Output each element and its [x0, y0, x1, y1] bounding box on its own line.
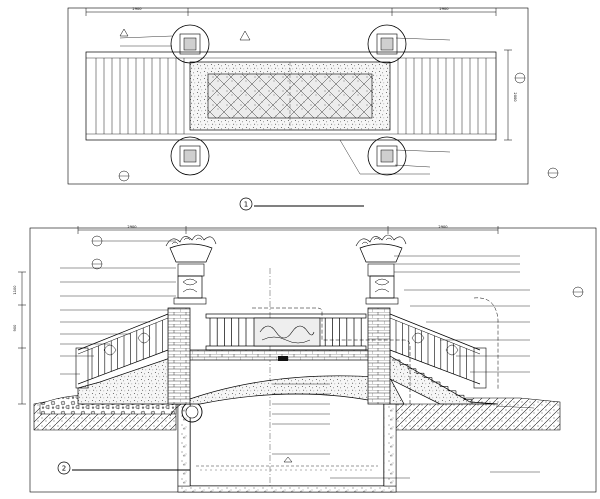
plan-detail-ref-bottom-right-mark [547, 167, 559, 179]
elevation-left-dimensions: 1100 900 [13, 271, 26, 405]
carved-center-panel [253, 317, 321, 347]
plan-dim-right: 2900 [439, 7, 449, 11]
elev-dim-right: 2900 [438, 225, 448, 229]
flower-urn-left [165, 234, 217, 263]
elev-detail-ref-b [91, 258, 103, 270]
plan-top-dimensions: 2900 2900 [85, 7, 497, 16]
plan-detail-ref-center [239, 30, 251, 41]
plan-dim-width: 2000 [513, 92, 517, 102]
elev-dim-left: 2900 [127, 225, 137, 229]
stair-mass-right [387, 355, 499, 405]
elevation-caption: 2 [57, 461, 190, 475]
bridge-arch [175, 375, 405, 405]
plan-view: 2900 2900 2000 [67, 7, 559, 211]
pier-sw [170, 136, 210, 176]
flower-urn-right [355, 234, 407, 263]
elevation-callouts-section [272, 383, 410, 479]
water-channel [177, 403, 397, 493]
pedestal-right [367, 263, 395, 277]
stair-steps-right-section [392, 359, 473, 404]
stair-balustrade-left [75, 313, 169, 389]
pier-se [367, 136, 407, 176]
brick-pier-left [167, 275, 207, 405]
elev-dim-pier-height: 900 [13, 324, 17, 332]
plan-detail-ref-top-left [119, 28, 129, 37]
stair-treads-left [95, 58, 185, 134]
elevation-section-view: 2900 2900 1100 900 [13, 225, 597, 493]
pedestal-left [177, 263, 205, 277]
center-balustrade [205, 313, 367, 361]
pier-ne [367, 24, 407, 64]
elev-detail-ref-c [572, 286, 584, 298]
plan-caption: 1 [239, 197, 364, 211]
pier-nw [170, 24, 210, 64]
plan-detail-ref-right-mark [514, 72, 526, 84]
elev-caption-index: 2 [62, 465, 66, 473]
stair-mass-left [77, 355, 177, 405]
elev-detail-ref-a [91, 235, 176, 247]
bridge-outline [85, 51, 497, 141]
plan-detail-ref-left-mark [118, 170, 130, 182]
plan-caption-index: 1 [244, 201, 248, 209]
plan-width-dimension: 2000 [504, 49, 517, 141]
elevation-callouts-left [60, 267, 176, 375]
section-cut-outline [252, 307, 411, 404]
brick-pier-right [365, 275, 399, 405]
stair-treads-right [397, 58, 487, 134]
plan-callouts [119, 35, 451, 175]
plan-dim-left: 2900 [132, 7, 142, 11]
elevation-top-dimensions: 2900 2900 [77, 225, 499, 234]
plan-frame [67, 7, 529, 185]
section-cut-outline-right [473, 297, 499, 390]
stair-balustrade-right [389, 313, 487, 389]
elev-dim-rail-height: 1100 [13, 285, 17, 295]
elevation-callouts-right [394, 255, 540, 473]
